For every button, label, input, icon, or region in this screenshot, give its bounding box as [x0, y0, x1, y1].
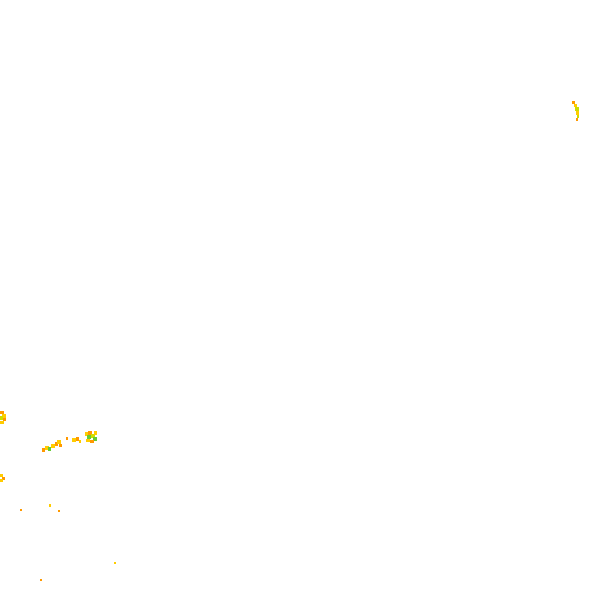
patch-scattered-dots: [20, 504, 116, 581]
patch-left-edge-lower: [0, 474, 5, 482]
patch-left-edge-upper: [0, 411, 6, 424]
patch-cluster-main: [42, 431, 97, 452]
patch-top-right: [572, 101, 579, 121]
